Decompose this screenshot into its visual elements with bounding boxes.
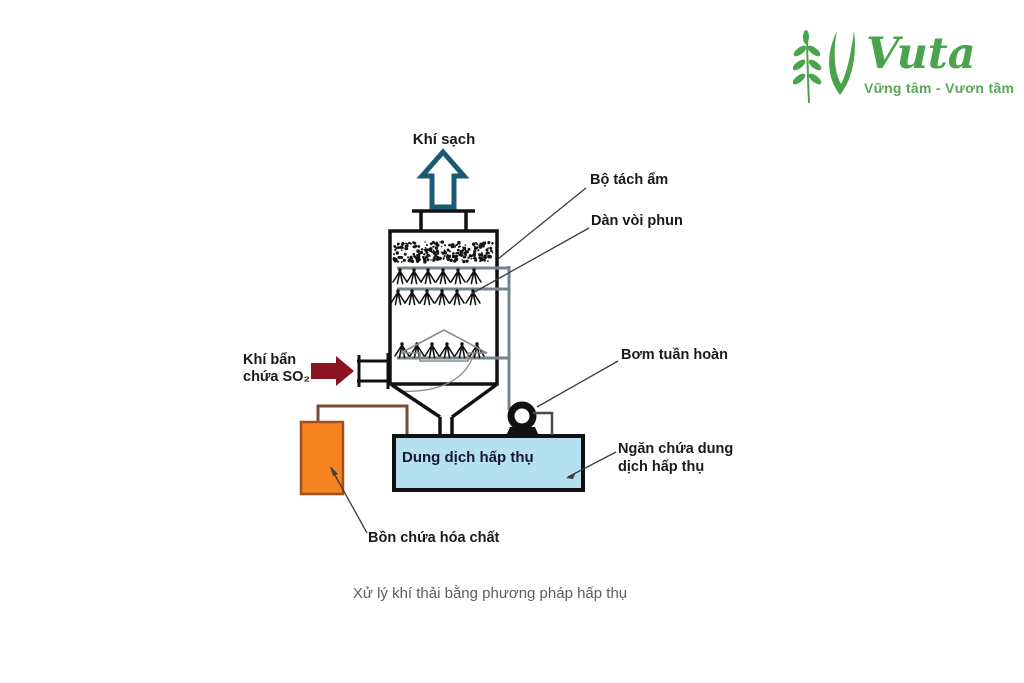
leader-arrowhead-chemical <box>330 466 338 476</box>
gas-flow-arrow-icon <box>400 329 488 362</box>
gas-inlet-pipe <box>357 353 390 389</box>
label-dirty-gas-line2: chứa SO₂ <box>243 369 310 385</box>
vuta-logo-icon <box>793 30 855 103</box>
label-dirty-gas-line1: Khí bẩn <box>243 352 297 368</box>
dirty-gas-arrow-icon <box>311 356 354 386</box>
brand-name: Vuta <box>866 29 976 79</box>
leader-arrowhead-tank <box>566 472 576 479</box>
diagram-caption: Xử lý khí thải bằng phương pháp hấp thụ <box>352 585 628 602</box>
circulation-pump <box>506 401 554 436</box>
label-solution-compartment-line1: Ngăn chứa dung <box>618 441 734 457</box>
mist-eliminator-packing <box>392 240 494 264</box>
label-spray-header: Dàn vòi phun <box>591 213 683 229</box>
clean-gas-arrow-icon <box>416 148 470 210</box>
label-dirty-gas: Khí bẩn chứa SO₂ <box>243 352 310 386</box>
label-solution-compartment: Ngăn chứa dung dịch hấp thụ <box>618 440 733 476</box>
leader-lines <box>330 187 619 534</box>
label-pump: Bơm tuần hoàn <box>621 347 728 363</box>
chimney-neck <box>412 209 475 231</box>
gas-flow-curve <box>397 352 475 392</box>
label-solution-compartment-line2: dịch hấp thụ <box>618 459 705 475</box>
spray-pipes <box>397 266 511 410</box>
brand-tagline: Vững tâm - Vươn tầm <box>864 80 1015 96</box>
solution-tank <box>392 434 585 492</box>
tower-funnel <box>391 383 498 436</box>
label-mist-separator: Bộ tách ẩm <box>590 172 669 188</box>
label-chemical-tank: Bồn chứa hóa chất <box>368 530 500 546</box>
label-solution: Dung dịch hấp thụ <box>402 449 534 466</box>
chemical-tank <box>299 420 345 496</box>
label-clean-gas: Khí sạch <box>412 131 476 148</box>
chemical-feed-pipe <box>316 404 409 434</box>
